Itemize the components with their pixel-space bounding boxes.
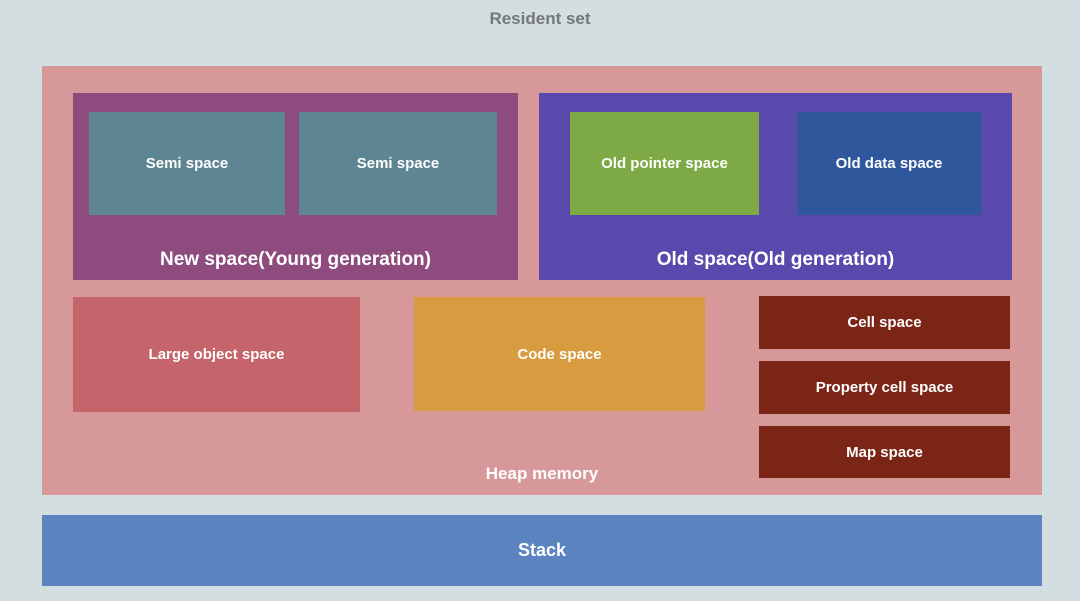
new-space-label: New space(Young generation)	[160, 249, 431, 270]
old-space-box: Old pointer space Old data space Old spa…	[539, 93, 1012, 280]
resident-set-title: Resident set	[489, 9, 591, 28]
semi-space-box-1: Semi space	[89, 112, 285, 215]
cell-space-box: Cell space	[759, 296, 1010, 349]
large-object-space-box: Large object space	[73, 297, 360, 412]
old-space-label: Old space(Old generation)	[656, 249, 895, 270]
stack-box: Stack	[42, 515, 1042, 586]
property-cell-space-box: Property cell space	[759, 361, 1010, 414]
heap-memory-box: Semi space Semi space New space(Young ge…	[42, 66, 1042, 495]
old-data-space-box: Old data space	[797, 112, 981, 215]
map-space-box: Map space	[759, 426, 1010, 478]
code-space-box: Code space	[414, 297, 705, 411]
old-pointer-space-box: Old pointer space	[570, 112, 759, 215]
semi-space-box-2: Semi space	[299, 112, 497, 215]
heap-memory-label: Heap memory	[485, 464, 599, 483]
new-space-box: Semi space Semi space New space(Young ge…	[73, 93, 518, 280]
